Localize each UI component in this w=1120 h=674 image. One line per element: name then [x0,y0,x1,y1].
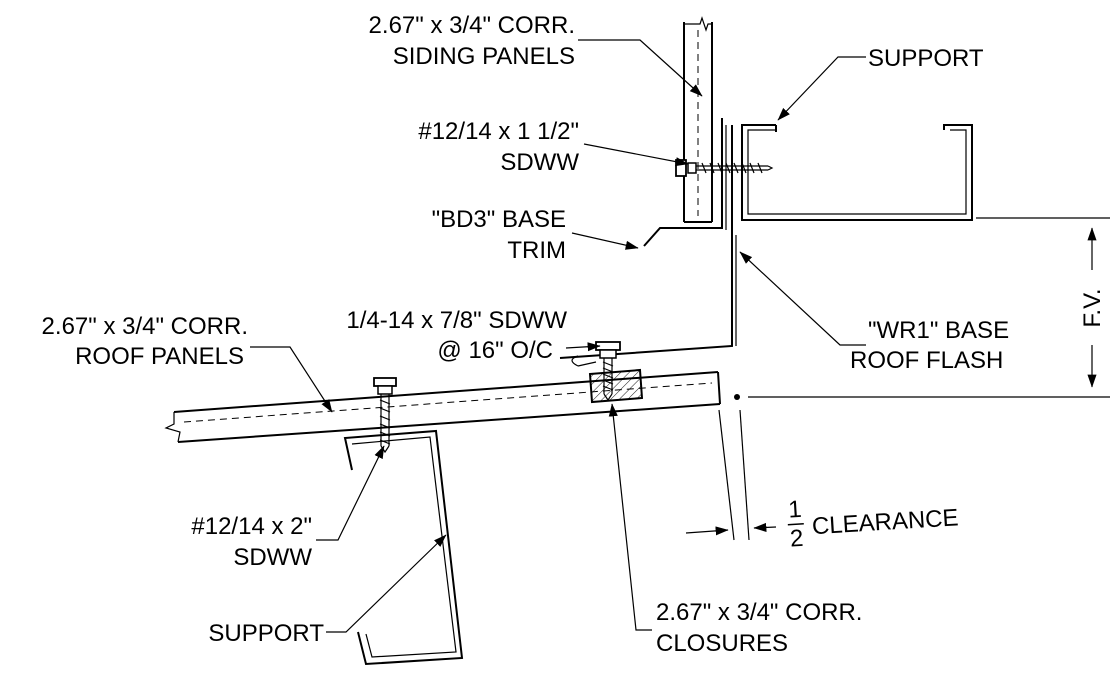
callout-roof-fastener: 1/4-14 x 7/8" SDWW @ 16" O/C [346,307,567,364]
purlin-fastener-line-2: SDWW [233,544,312,571]
wall-support [741,124,973,221]
leader-support-top [777,56,866,121]
callout-base-roof-flash: "WR1" BASE ROOF FLASH [850,317,1009,374]
fv-label: F.V. [1079,288,1106,327]
leader-siding-fastener [583,143,689,167]
base-trim-line-1: "BD3" BASE [432,206,566,233]
leader-roof-fastener [565,342,601,352]
purlin-fastener [373,377,397,454]
siding-fastener-line-1: #12/14 x 1 1/2" [418,118,579,145]
purlin-fastener-line-1: #12/14 x 2" [191,513,312,540]
roof-panels-line-2: ROOF PANELS [75,343,244,370]
siding-fastener [675,159,774,177]
callout-siding-panels: 2.67" x 3/4" CORR. SIDING PANELS [369,12,575,70]
leader-support-bottom [326,534,447,633]
callout-closures: 2.67" x 3/4" CORR. CLOSURES [656,599,862,657]
leader-roof-fastener-loop [571,355,579,367]
leader-siding-panels [578,39,703,97]
leader-closures [608,403,652,631]
callout-base-trim: "BD3" BASE TRIM [432,206,566,264]
leader-roof-fastener-tail [577,361,597,367]
leader-lines [250,39,866,633]
leader-purlin-fastener [316,445,385,541]
support-top-label: SUPPORT [868,45,984,72]
callout-clearance: 1 2 CLEARANCE [787,496,959,553]
base-trim-line-2: TRIM [507,237,566,264]
roof-stitch-fastener [595,341,621,402]
siding-panels-line-1: 2.67" x 3/4" CORR. [369,12,575,39]
roof-panels-line-1: 2.67" x 3/4" CORR. [42,313,248,340]
fv-dimension [734,217,1110,400]
leader-base-trim [571,232,639,250]
base-roof-flash [559,125,737,359]
clearance-denominator: 2 [789,525,804,553]
base-roof-flash-line-2: ROOF FLASH [850,347,1003,374]
closures-line-2: CLOSURES [656,630,788,657]
roof-fastener-line-2: @ 16" O/C [437,337,553,364]
clearance-text: CLEARANCE [811,504,959,540]
callout-siding-fastener: #12/14 x 1 1/2" SDWW [418,118,579,176]
roof-support [343,429,464,666]
roof-fastener-line-1: 1/4-14 x 7/8" SDWW [346,307,567,334]
callout-roof-panels: 2.67" x 3/4" CORR. ROOF PANELS [42,313,248,370]
corrugated-closure [588,368,644,404]
clearance-dimension [685,409,777,541]
callout-purlin-fastener: #12/14 x 2" SDWW [191,513,312,571]
base-roof-flash-line-1: "WR1" BASE [868,317,1009,344]
closures-line-1: 2.67" x 3/4" CORR. [656,599,862,626]
clearance-numerator: 1 [787,496,802,524]
siding-panel [683,16,713,223]
leader-base-roof-flash [739,251,866,346]
support-bottom-label: SUPPORT [208,620,324,647]
siding-panels-line-2: SIDING PANELS [393,43,575,70]
siding-fastener-line-2: SDWW [500,149,579,176]
leader-roof-panels [250,346,333,413]
